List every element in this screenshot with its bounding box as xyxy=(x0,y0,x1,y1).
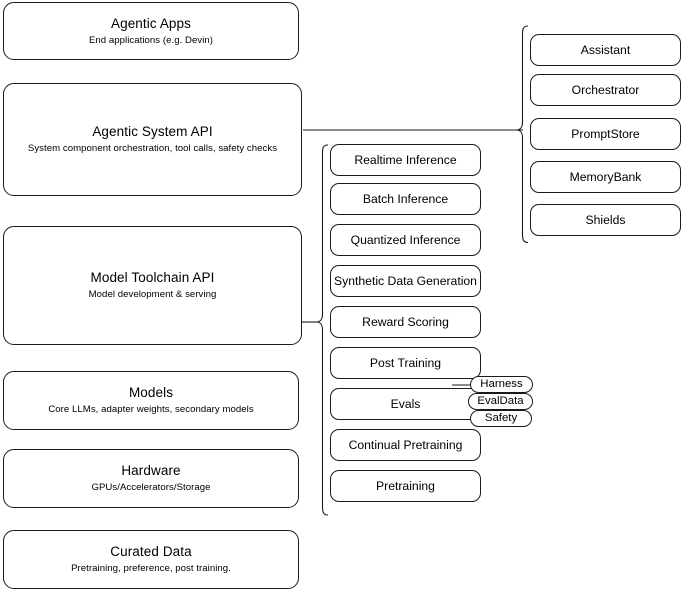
system-component-memorybank[interactable]: MemoryBank xyxy=(530,161,681,193)
layer-title: Agentic Apps xyxy=(110,15,191,31)
toolchain-item-continual-pretraining[interactable]: Continual Pretraining xyxy=(330,429,481,461)
toolchain-item-realtime-inference[interactable]: Realtime Inference xyxy=(330,144,481,176)
toolchain-item-label: Reward Scoring xyxy=(362,314,449,329)
layer-curated-data[interactable]: Curated Data Pretraining, preference, po… xyxy=(3,530,299,589)
eval-subcomponent-harness[interactable]: Harness xyxy=(470,376,533,393)
layer-title: Agentic System API xyxy=(92,124,213,139)
eval-subcomponent-label: EvalData xyxy=(477,395,524,407)
toolchain-item-label: Batch Inference xyxy=(362,191,449,206)
layer-agentic-system-api[interactable]: Agentic System API System component orch… xyxy=(3,83,302,196)
system-component-orchestrator[interactable]: Orchestrator xyxy=(530,74,681,106)
eval-subcomponent-evaldata[interactable]: EvalData xyxy=(468,393,533,410)
layer-hardware[interactable]: Hardware GPUs/Accelerators/Storage xyxy=(3,449,299,508)
system-component-label: MemoryBank xyxy=(569,169,642,184)
toolchain-item-evals[interactable]: Evals xyxy=(330,388,481,420)
layer-title: Hardware xyxy=(121,463,181,478)
layer-subtitle: GPUs/Accelerators/Storage xyxy=(91,482,211,493)
layer-subtitle: Core LLMs, adapter weights, secondary mo… xyxy=(48,404,254,415)
toolchain-item-label: Post Training xyxy=(369,355,442,370)
layer-subtitle: End applications (e.g. Devin) xyxy=(88,34,214,46)
layer-agentic-apps[interactable]: Agentic Apps End applications (e.g. Devi… xyxy=(3,2,299,60)
system-component-label: PromptStore xyxy=(571,126,640,141)
brace-system-components xyxy=(516,25,529,244)
toolchain-item-post-training[interactable]: Post Training xyxy=(330,347,481,379)
layer-title: Model Toolchain API xyxy=(90,270,215,285)
toolchain-item-pretraining[interactable]: Pretraining xyxy=(330,470,481,502)
eval-subcomponent-safety[interactable]: Safety xyxy=(470,410,532,427)
layer-subtitle: System component orchestration, tool cal… xyxy=(27,143,278,154)
layer-title: Curated Data xyxy=(110,544,192,559)
toolchain-item-reward-scoring[interactable]: Reward Scoring xyxy=(330,306,481,338)
toolchain-item-label: Realtime Inference xyxy=(354,152,457,167)
system-component-label: Assistant xyxy=(580,42,631,57)
toolchain-item-synthetic-data-generation[interactable]: Synthetic Data Generation xyxy=(330,265,481,297)
toolchain-item-label: Pretraining xyxy=(376,478,435,493)
layer-models[interactable]: Models Core LLMs, adapter weights, secon… xyxy=(3,371,299,430)
eval-subcomponent-label: Harness xyxy=(480,378,523,390)
brace-toolchain-components xyxy=(316,144,329,516)
toolchain-item-label: Synthetic Data Generation xyxy=(334,273,477,288)
layer-model-toolchain-api[interactable]: Model Toolchain API Model development & … xyxy=(3,226,302,345)
toolchain-item-label: Evals xyxy=(390,396,421,411)
system-component-label: Shields xyxy=(585,212,626,227)
toolchain-item-label: Quantized Inference xyxy=(350,232,461,247)
eval-subcomponent-label: Safety xyxy=(484,412,518,424)
layer-title: Models xyxy=(128,385,174,400)
system-component-assistant[interactable]: Assistant xyxy=(530,34,681,66)
system-component-label: Orchestrator xyxy=(571,82,640,97)
system-component-promptstore[interactable]: PromptStore xyxy=(530,118,681,150)
layer-subtitle: Pretraining, preference, post training. xyxy=(71,563,231,574)
layer-subtitle: Model development & serving xyxy=(88,289,217,300)
toolchain-item-quantized-inference[interactable]: Quantized Inference xyxy=(330,224,481,256)
toolchain-item-batch-inference[interactable]: Batch Inference xyxy=(330,183,481,215)
system-component-shields[interactable]: Shields xyxy=(530,204,681,236)
toolchain-item-label: Continual Pretraining xyxy=(348,437,463,452)
